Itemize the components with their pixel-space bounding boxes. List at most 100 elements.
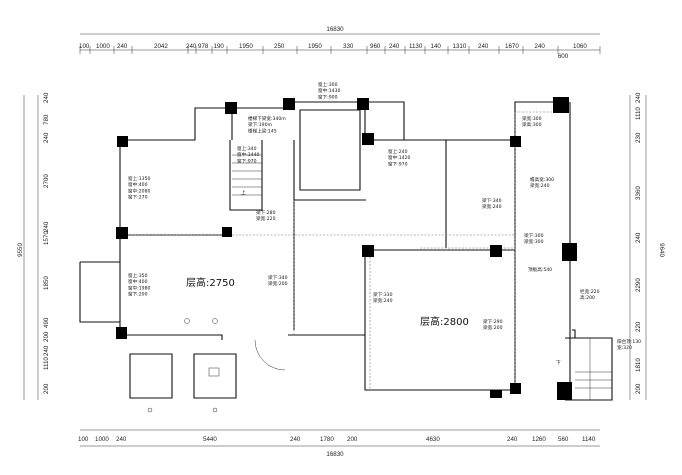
top-dim-label: 960 [370, 43, 381, 50]
top-dim-label: 1000 [96, 43, 110, 50]
left-total: 9550 [17, 243, 24, 257]
note-right-low: 高:200 [580, 294, 595, 301]
note-right-top: 梁高:300 [522, 121, 542, 128]
balcony-steps: 下 [556, 338, 612, 400]
top-dim-label: 1950 [239, 43, 253, 50]
bottom-dim-label: 5440 [203, 436, 217, 443]
left-dimensions: 9550 [17, 95, 39, 400]
note-beam-br: 梁下:290 [483, 318, 503, 325]
left-dim-label: 200 [43, 383, 50, 394]
bottom-dim-label: 240 [116, 436, 127, 443]
note-balcony: 阳台顶:130 [617, 338, 641, 345]
note-right-top: 梁宽:300 [522, 115, 542, 122]
bottom-dimensions: 16830 [80, 429, 600, 458]
left-dim-label: 1110 [43, 357, 50, 370]
top-dim-label: 1950 [308, 43, 322, 50]
bottom-dim-label: 1780 [320, 436, 334, 443]
top-dim-label: 1670 [505, 43, 519, 50]
left-dim-label: 240 [43, 92, 50, 103]
fixtures [147, 318, 286, 413]
stair-up-label: 上 [241, 189, 246, 196]
right-dim-label: 2290 [635, 278, 642, 292]
top-dim-label: 240 [478, 43, 489, 50]
room-right-height: 层高:2800 [420, 315, 469, 328]
note-beam-mid: 梁宽:200 [268, 280, 288, 287]
top-dim-label: 1130 [409, 43, 423, 50]
note-stair-header: 窗中:1440 [237, 151, 260, 158]
bottom-dim-label: 240 [290, 436, 301, 443]
bottom-dim-label: 100 [78, 436, 89, 443]
note-beam-center: 梁下:330 [373, 291, 393, 298]
right-total: 9640 [658, 243, 665, 257]
top-dim-label: 978 [198, 43, 209, 50]
stair: 上 [232, 154, 262, 196]
note-door-top: 窗中:1430 [318, 87, 341, 94]
room-left-height: 层高:2750 [186, 276, 235, 289]
top-dim-label: 240 [186, 43, 197, 50]
left-dim-label: 240 [43, 132, 50, 143]
overall-dim-top: 16830 [326, 26, 344, 33]
note-beam-mid: 梁下:340 [268, 274, 288, 281]
left-dim-label: 2700 [43, 174, 50, 188]
note-left-bottom-window: 窗中:1980 [128, 284, 151, 291]
left-dim-label: 1850 [43, 276, 50, 290]
top-dim-label: 240 [535, 43, 546, 50]
top-dim-label: 240 [389, 43, 400, 50]
beam-lines [120, 111, 560, 390]
note-ceiling: 顶板高:540 [528, 266, 552, 273]
top-dim-label: 250 [274, 43, 285, 50]
right-dim-label: 200 [635, 383, 642, 394]
note-beam-left: 梁宽:220 [256, 215, 276, 222]
right-dim-label: 1110 [635, 107, 642, 120]
note-right-mid2: 梁宽:300 [524, 238, 544, 245]
note-beam-br: 梁宽:200 [483, 324, 503, 331]
note-mid-right-window: 窗中:1420 [388, 154, 411, 161]
bottom-dim-label: 560 [558, 436, 569, 443]
bottom-dim-label: 200 [347, 436, 358, 443]
bottom-dim-label: 240 [507, 436, 518, 443]
top-dim-label: 1060 [573, 43, 587, 50]
right-dim-label: 230 [635, 132, 642, 143]
note-right-low: 栏宽:220 [580, 288, 600, 295]
top-dim-label: 1310 [453, 43, 467, 50]
note-beam-left: 梁下:280 [256, 209, 276, 216]
left-dim-label: 1570 [43, 231, 50, 245]
note-stair-top: 梁下:190m [248, 121, 273, 128]
left-dim-label: 240 [43, 221, 50, 232]
top-subdim: 600 [558, 53, 569, 60]
note-left-bottom-window: 窗中:400 [128, 278, 148, 285]
right-dim-label: 1810 [635, 358, 642, 372]
note-stair-header: 窗上:340 [237, 145, 257, 152]
top-dim-label: 140 [431, 43, 442, 50]
left-dim-label: 240 [43, 345, 50, 356]
note-mid-right-window: 窗下:970 [388, 160, 408, 167]
right-dimensions: 9640 [629, 95, 665, 400]
left-dim-label: 780 [43, 114, 50, 125]
note-left-top-window: 窗下:270 [128, 194, 148, 201]
top-dim-label: 100 [79, 43, 90, 50]
right-dim-label: 240 [635, 232, 642, 243]
columns [116, 97, 577, 400]
note-stair-top: 楼梯上梁:145 [248, 127, 277, 134]
note-stair-header: 窗下:970 [237, 157, 257, 164]
bottom-dim-label: 1260 [532, 436, 546, 443]
note-mid-right-window: 窗上:240 [388, 148, 408, 155]
note-right-mid1: 梁下:340 [482, 197, 502, 204]
top-dim-label: 2042 [154, 43, 168, 50]
note-right-mid1: 梁宽:240 [482, 203, 502, 210]
note-left-bottom-window: 窗上:350 [128, 272, 148, 279]
note-balcony: 宽:320 [617, 344, 632, 351]
down-label: 下 [556, 360, 561, 366]
bottom-dim-label: 1140 [582, 436, 596, 443]
note-right-col: 檐高宽:300 [530, 176, 554, 183]
note-stair-top: 楼梯下梁宽:340m [248, 115, 286, 122]
note-door-top: 窗上:300 [318, 81, 338, 88]
note-left-top-window: 窗中:2080 [128, 187, 151, 194]
top-dim-label: 190 [214, 43, 225, 50]
left-dim-label: 490 [43, 317, 50, 328]
